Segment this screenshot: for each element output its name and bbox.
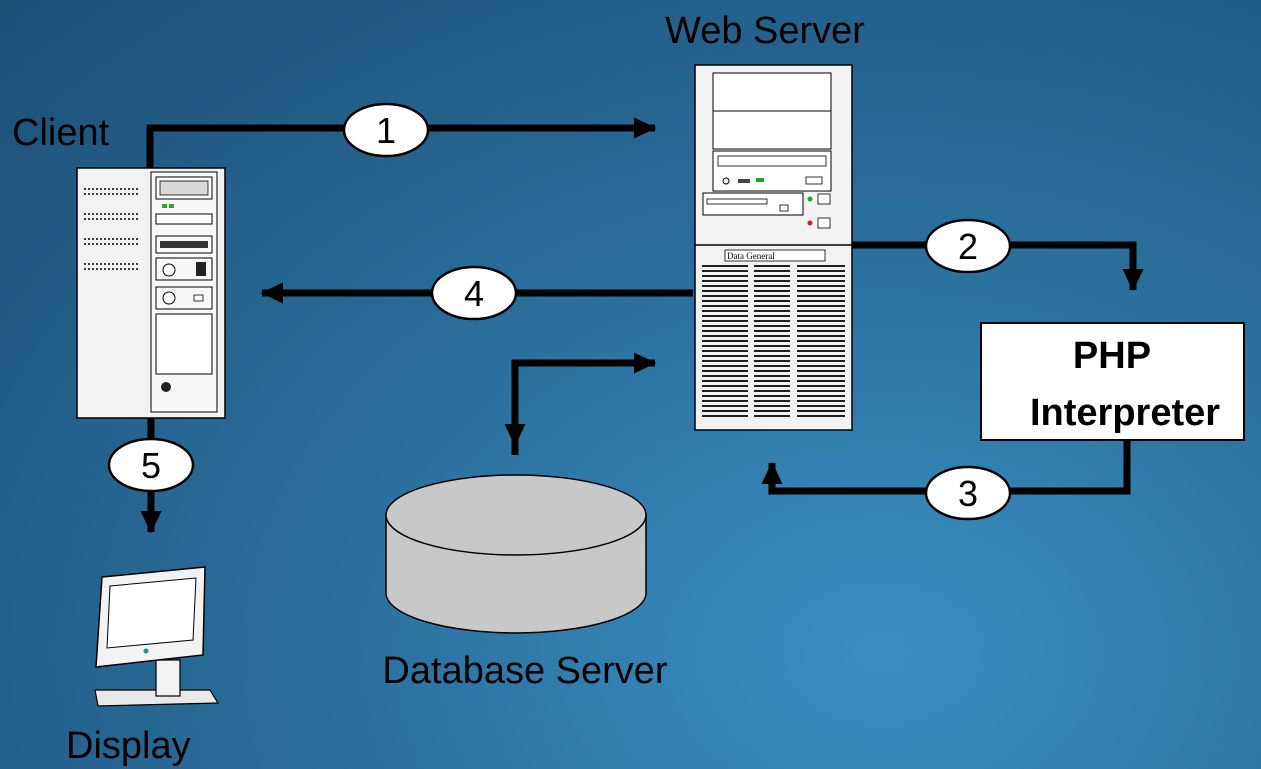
php-interpreter-box: PHP Interpreter: [980, 322, 1245, 441]
client-label: Client: [12, 112, 110, 154]
svg-text:3: 3: [958, 473, 978, 514]
php-label-line2: Interpreter: [1030, 392, 1220, 434]
svg-text:1: 1: [376, 110, 396, 151]
php-label-line1: PHP: [1073, 335, 1151, 377]
step-bubble-3: 3: [924, 465, 1012, 521]
web-server-icon: Data General: [694, 64, 853, 431]
database-server-icon: [385, 474, 647, 634]
step-bubble-2: 2: [924, 218, 1012, 274]
client-computer-icon: [76, 167, 226, 419]
web-server-label: Web Server: [665, 10, 865, 52]
arrow-step-1: [146, 117, 657, 168]
database-server-label: Database Server: [382, 650, 667, 692]
step-bubble-1: 1: [342, 102, 430, 158]
svg-text:2: 2: [958, 226, 978, 267]
server-vent-grill: [702, 265, 845, 417]
svg-text:5: 5: [141, 445, 161, 486]
display-monitor-icon: [94, 566, 220, 707]
display-label: Display: [66, 725, 191, 767]
server-brand-label: Data General: [727, 251, 775, 261]
step-bubble-5: 5: [107, 437, 195, 493]
arrow-db-to-server: [511, 352, 657, 455]
svg-text:4: 4: [464, 273, 484, 314]
step-bubble-4: 4: [430, 265, 518, 321]
